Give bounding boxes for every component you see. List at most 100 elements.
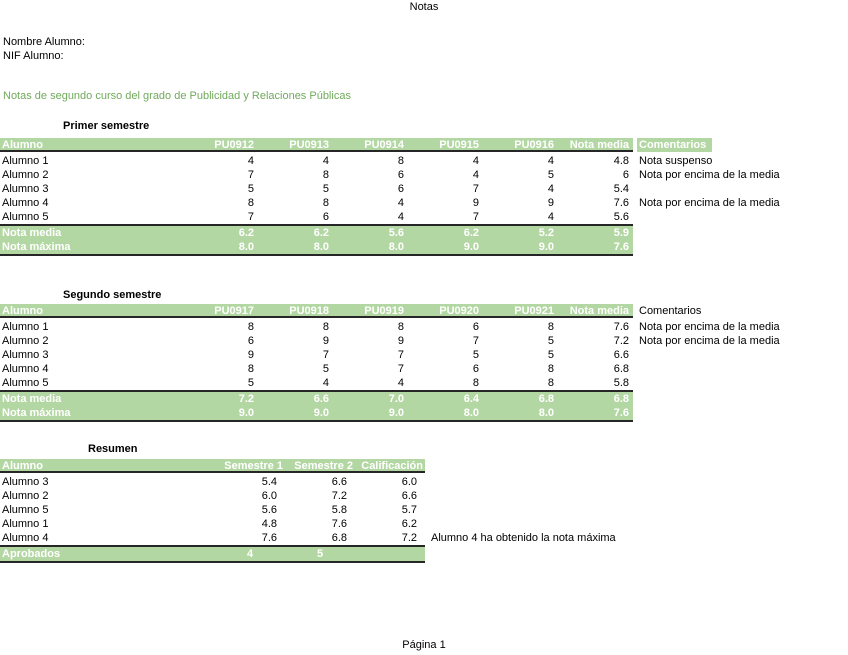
semester1-table: Alumno PU0912 PU0913 PU0914 PU0915 PU091… <box>0 138 780 256</box>
grade-cell: 5.6 <box>613 211 629 223</box>
summary-value-cell: 7.6 <box>613 241 629 253</box>
summary-value-cell: 8.0 <box>388 241 404 253</box>
summary-value-cell: 6.6 <box>313 393 329 405</box>
comments-header-cell: Comentarios <box>637 138 712 152</box>
table-row: Alumno 1 4.8 7.6 6.2 <box>0 517 616 531</box>
grade-cell: 4 <box>547 211 554 223</box>
resumen-header-row: Alumno Semestre 1 Semestre 2 Calificació… <box>0 459 616 475</box>
table-row: Alumno 2 7 8 6 4 5 6 Nota por encima de … <box>0 168 780 182</box>
grade-cell: 6 <box>472 321 479 333</box>
summary-value-cell: 6.2 <box>313 227 329 239</box>
grade-cell: 4 <box>322 377 329 389</box>
grade-cell: 5 <box>322 183 329 195</box>
comment-cell: Nota suspenso <box>639 155 713 167</box>
header-cell: PU0917 <box>214 305 254 317</box>
name-cell: Alumno 5 <box>2 377 49 389</box>
table-row: Alumno 5 5 4 4 8 8 5.8 <box>0 376 780 390</box>
grade-cell: 7 <box>247 211 254 223</box>
table-row: Alumno 1 4 4 8 4 4 4.8 Nota suspenso <box>0 154 780 168</box>
grade-cell: 5.8 <box>331 504 347 516</box>
grade-cell: 4.8 <box>261 518 277 530</box>
comment-cell: Nota por encima de la media <box>639 321 780 333</box>
grade-cell: 6.8 <box>331 532 347 544</box>
summary-row: Nota media 7.2 6.6 7.0 6.4 6.8 6.8 <box>0 392 633 406</box>
summary-label-cell: Aprobados <box>2 548 61 560</box>
table-row: Alumno 3 5 5 6 7 4 5.4 <box>0 182 780 196</box>
name-cell: Alumno 3 <box>2 476 49 488</box>
header-cell: PU0920 <box>439 305 479 317</box>
grade-cell: 6 <box>247 335 254 347</box>
grade-cell: 7.6 <box>261 532 277 544</box>
grade-cell: 7 <box>397 349 404 361</box>
table-row: Alumno 2 6.0 7.2 6.6 <box>0 489 616 503</box>
grade-cell: 5.7 <box>401 504 417 516</box>
name-cell: Alumno 2 <box>2 490 49 502</box>
name-cell: Alumno 3 <box>2 349 49 361</box>
grade-cell: 6.6 <box>401 490 417 502</box>
grade-cell: 7 <box>472 335 479 347</box>
grade-cell: 4 <box>397 197 404 209</box>
header-cell: Alumno <box>2 139 43 150</box>
semester2-header-row: Alumno PU0917 PU0918 PU0919 PU0920 PU092… <box>0 304 780 320</box>
summary-value-cell: 6.4 <box>463 393 479 405</box>
grade-cell: 8 <box>247 363 254 375</box>
header-cell: PU0912 <box>214 139 254 151</box>
comment-cell <box>429 489 431 503</box>
grade-cell: 8 <box>322 321 329 333</box>
table-row: Alumno 4 7.6 6.8 7.2 Alumno 4 ha obtenid… <box>0 531 616 545</box>
name-cell: Alumno 4 <box>2 532 49 544</box>
header-cell: PU0913 <box>289 139 329 151</box>
grade-cell: 8 <box>547 377 554 389</box>
name-cell: Alumno 5 <box>2 504 49 516</box>
header-cell: PU0918 <box>289 305 329 317</box>
semester1-summary: Nota media 6.2 6.2 5.6 6.2 5.2 5.9 Nota … <box>0 224 633 256</box>
comment-cell: Nota por encima de la media <box>639 169 780 181</box>
comment-cell <box>429 503 431 517</box>
summary-value-cell: 5.6 <box>388 227 404 239</box>
resumen-summary: Aprobados 4 5 <box>0 545 425 563</box>
summary-value-cell: 8.0 <box>313 241 329 253</box>
grade-cell: 7.2 <box>401 532 417 544</box>
summary-row: Aprobados 4 5 <box>0 547 425 561</box>
grade-cell: 8 <box>397 155 404 167</box>
table-row: Alumno 4 8 8 4 9 9 7.6 Nota por encima d… <box>0 196 780 210</box>
grade-cell: 6 <box>622 169 629 181</box>
grade-cell: 9 <box>547 197 554 209</box>
header-cell: PU0915 <box>439 139 479 151</box>
grade-cell: 8 <box>247 321 254 333</box>
header-cell: PU0916 <box>514 139 554 151</box>
name-cell: Alumno 4 <box>2 363 49 375</box>
summary-value-cell: 9.0 <box>388 407 404 419</box>
name-cell: Alumno 2 <box>2 335 49 347</box>
summary-label-cell: Nota máxima <box>2 241 71 253</box>
header-cell: Alumno <box>2 460 43 472</box>
grade-cell: 7 <box>322 349 329 361</box>
name-cell: Alumno 5 <box>2 211 49 223</box>
semester1-header-row: Alumno PU0912 PU0913 PU0914 PU0915 PU091… <box>0 138 780 154</box>
grade-cell: 4.8 <box>613 155 629 167</box>
grade-cell: 8 <box>472 377 479 389</box>
grade-cell: 7.6 <box>613 321 629 333</box>
name-cell: Alumno 1 <box>2 321 49 333</box>
grade-cell: 8 <box>322 169 329 181</box>
summary-value-cell: 7.6 <box>613 407 629 419</box>
grade-cell: 8 <box>547 363 554 375</box>
header-cell: Semestre 1 <box>224 460 283 472</box>
grade-cell: 6.6 <box>613 349 629 361</box>
grade-cell: 7.2 <box>331 490 347 502</box>
semester2-label: Segundo semestre <box>63 289 162 301</box>
student-name-label: Nombre Alumno: <box>3 36 85 48</box>
table-row: Alumno 3 9 7 7 5 5 6.6 <box>0 348 780 362</box>
comment-cell <box>637 376 639 390</box>
summary-value-cell <box>355 547 425 561</box>
summary-value-cell: 6.2 <box>238 227 254 239</box>
header-cell: Nota media <box>569 139 629 151</box>
grade-cell: 5 <box>547 335 554 347</box>
header-cell: Calificación <box>361 460 423 472</box>
summary-value-cell: 8.0 <box>538 407 554 419</box>
grade-cell: 5 <box>547 349 554 361</box>
course-subtitle: Notas de segundo curso del grado de Publ… <box>3 90 351 102</box>
summary-value-cell: 8.0 <box>463 407 479 419</box>
header-cell: PU0919 <box>364 305 404 317</box>
summary-value-cell: 9.0 <box>313 407 329 419</box>
